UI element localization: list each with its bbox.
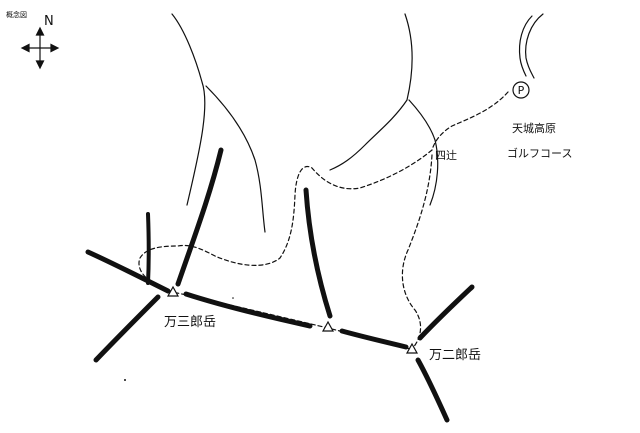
trail-junction-to-north-ridge bbox=[138, 149, 433, 287]
golf-course-edge-outer bbox=[525, 13, 544, 79]
trail-ridge-path bbox=[167, 290, 411, 350]
compass-icon bbox=[20, 26, 60, 70]
valley-line-west-branch bbox=[205, 85, 266, 233]
golf-course-label-line2: ゴルフコース bbox=[507, 147, 573, 160]
summit-triangle-icon bbox=[166, 285, 180, 297]
ridge-spur-north-1 bbox=[146, 212, 151, 285]
parking-symbol: P bbox=[518, 84, 525, 97]
map-title: 概念図 bbox=[6, 11, 27, 19]
ridge-spur-north-3 bbox=[303, 187, 333, 319]
golf-course-edge-inner bbox=[518, 15, 533, 77]
peak-label-west: 万三郎岳 bbox=[164, 315, 217, 330]
trail-golf-to-junction bbox=[431, 91, 509, 151]
pencil-speck bbox=[124, 379, 126, 381]
parking-icon: P bbox=[512, 81, 530, 99]
ridge-line-main-east bbox=[339, 328, 409, 350]
peak-label-east: 万二郎岳 bbox=[429, 348, 482, 363]
junction-label: 四辻 bbox=[435, 149, 457, 162]
valley-line-east bbox=[329, 13, 413, 171]
ridge-line-main-west bbox=[85, 249, 171, 294]
ridge-spur-se bbox=[415, 357, 450, 423]
valley-line-west bbox=[171, 13, 206, 206]
summit-triangle-icon bbox=[405, 342, 419, 354]
ridge-spur-ne bbox=[417, 284, 475, 341]
compass-north-label: N bbox=[44, 14, 54, 29]
trail-junction-to-east-peak bbox=[401, 154, 433, 350]
valley-line-east-branch bbox=[408, 99, 439, 206]
ridge-spur-north-2 bbox=[175, 147, 224, 287]
pencil-speck bbox=[232, 297, 234, 299]
ridge-spur-sw bbox=[93, 294, 161, 363]
golf-course-label-line1: 天城高原 bbox=[512, 122, 556, 135]
summit-triangle-icon bbox=[321, 320, 335, 332]
